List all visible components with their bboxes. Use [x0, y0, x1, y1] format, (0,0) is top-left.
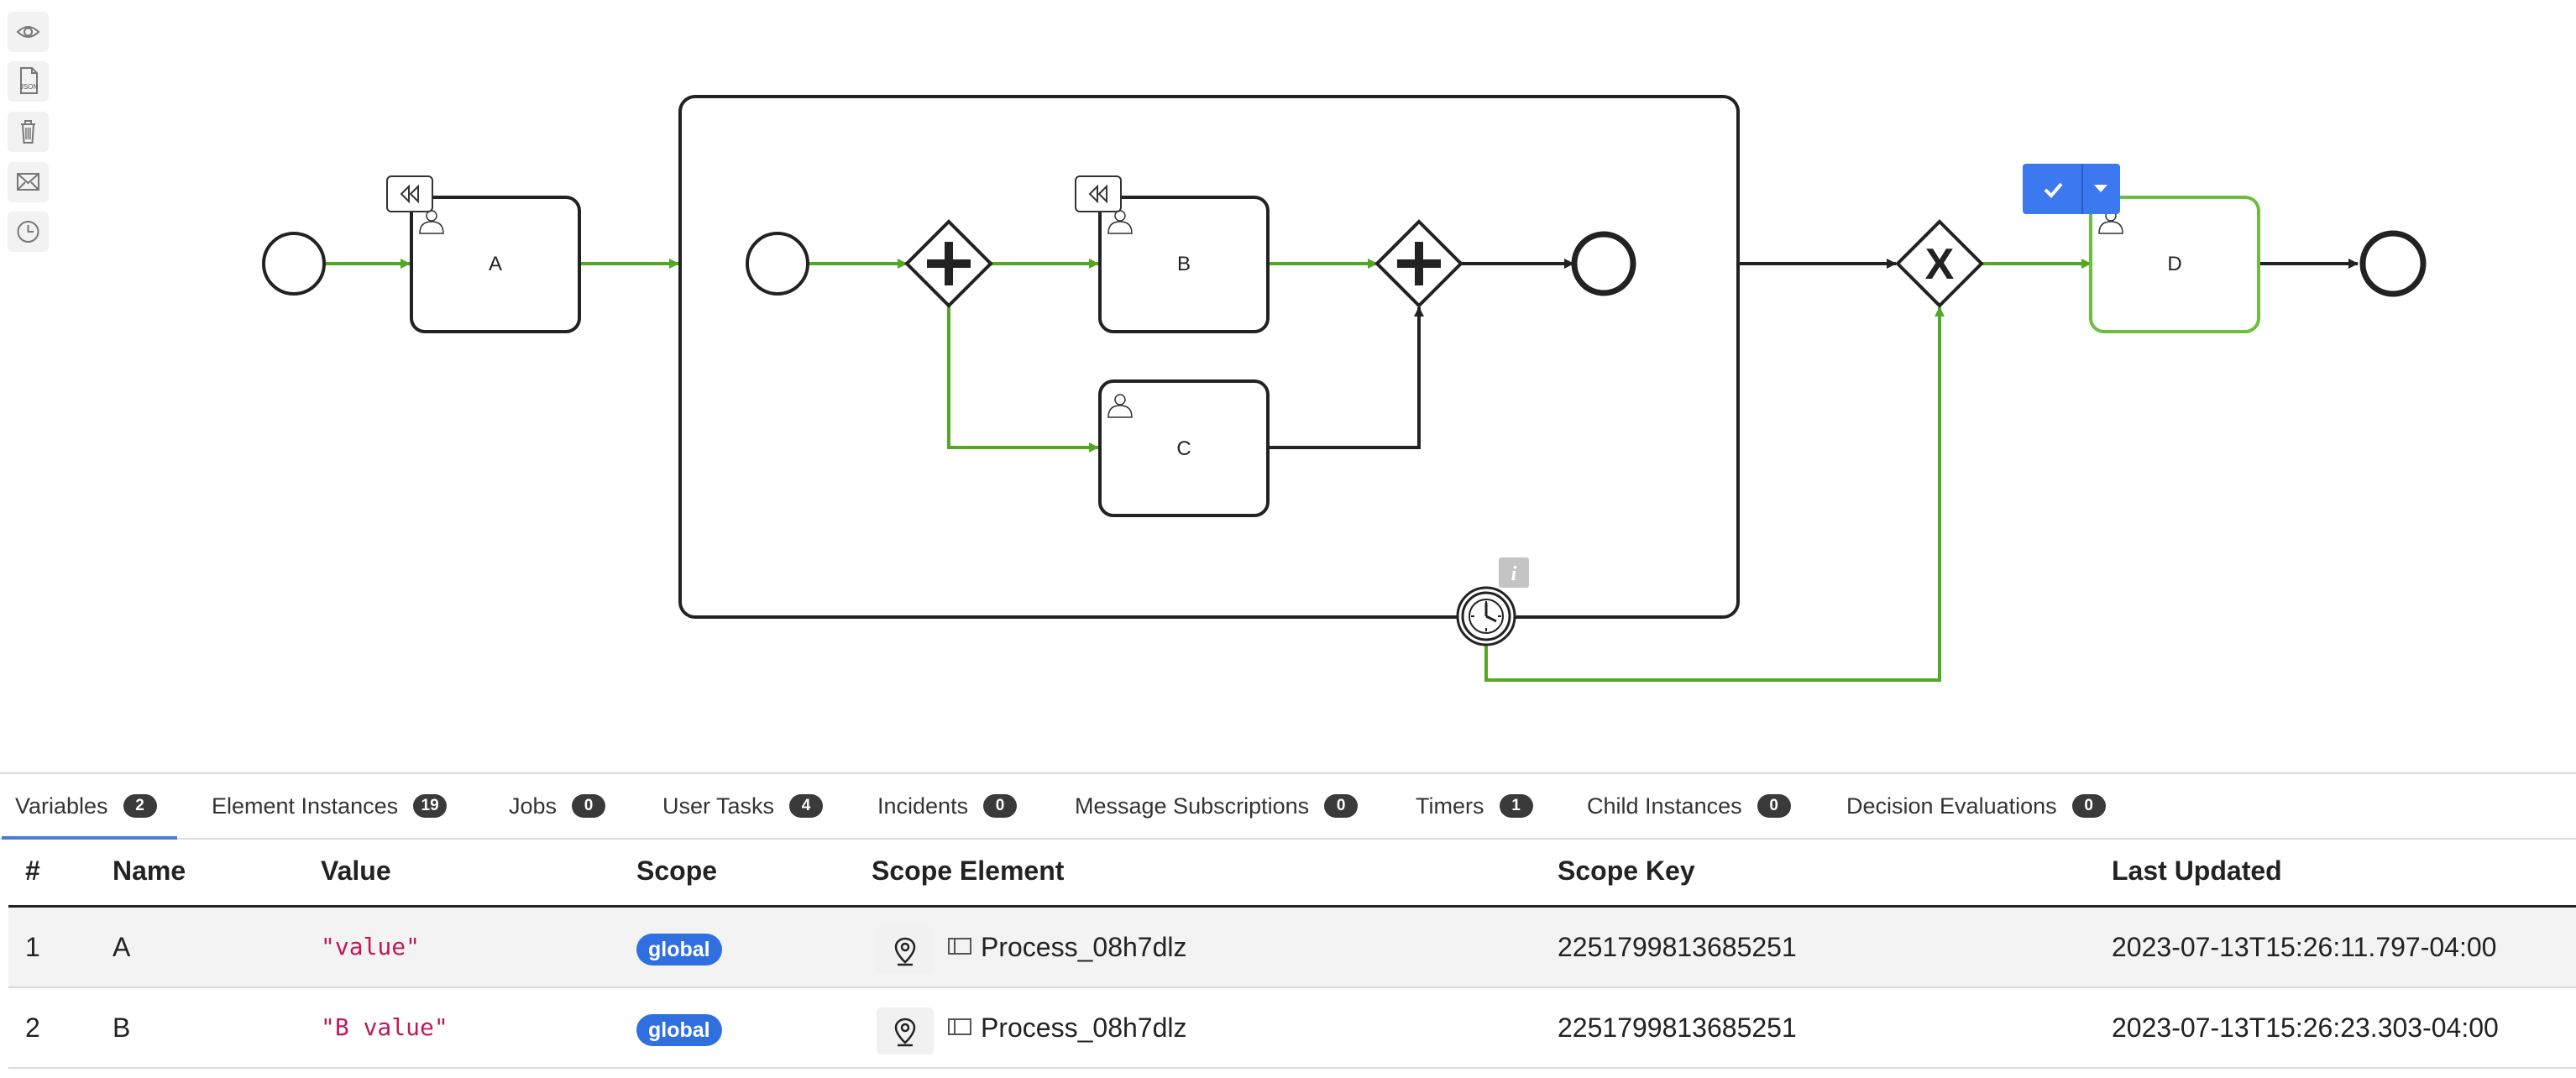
tab-decision-evaluations[interactable]: Decision Evaluations 0 [1846, 774, 2106, 838]
column-header-scope-key[interactable]: Scope Key [1558, 856, 1695, 886]
task-b-label: B [1177, 253, 1191, 275]
variable-name: B [113, 1013, 131, 1043]
count-badge: 0 [983, 794, 1018, 818]
plus-icon [1397, 242, 1441, 285]
tab-bar: Variables 2 Element Instances 19 Jobs 0 Use… [0, 772, 2576, 840]
process-icon [948, 938, 971, 955]
tab-incidents[interactable]: Incidents 0 [877, 774, 1018, 838]
task-c-label: C [1176, 437, 1191, 460]
count-badge: 0 [1324, 794, 1359, 818]
tab-label: Decision Evaluations [1846, 793, 2057, 819]
tab-label: Variables [15, 793, 108, 819]
plus-icon [927, 242, 971, 285]
timer-boundary-event[interactable] [1456, 586, 1516, 646]
tab-timers[interactable]: Timers 1 [1416, 774, 1533, 838]
subprocess[interactable] [678, 95, 1740, 619]
check-icon[interactable] [2044, 182, 2063, 198]
location-pin-icon[interactable] [877, 927, 934, 974]
count-badge: 4 [789, 794, 824, 818]
column-header-index[interactable]: # [25, 856, 40, 886]
table-row[interactable]: 2 B "B value" global Process_08h7dlz 225… [8, 988, 2576, 1069]
json-file-icon[interactable]: JSON [8, 61, 49, 102]
scope-badge: global [636, 933, 722, 965]
row-index: 2 [25, 1013, 40, 1043]
task-d[interactable] [2089, 196, 2260, 333]
count-badge: 19 [413, 794, 448, 818]
tab-label: Child Instances [1587, 793, 1742, 819]
tab-label: Element Instances [212, 793, 399, 819]
caret-down-icon[interactable] [2094, 185, 2107, 192]
column-header-scope[interactable]: Scope [636, 856, 718, 886]
count-badge: 0 [572, 794, 606, 818]
table-row[interactable]: 1 A "value" global Process_08h7dlz 22517… [8, 908, 2576, 988]
column-header-scope-element[interactable]: Scope Element [872, 856, 1065, 886]
count-badge: 1 [1499, 794, 1533, 818]
count-badge: 0 [2071, 794, 2106, 818]
scope-cell: global [636, 988, 722, 1067]
flow-timer-to-xor[interactable] [1484, 306, 1945, 682]
column-header-name[interactable]: Name [113, 856, 186, 886]
tab-label: Jobs [509, 793, 558, 819]
tab-jobs[interactable]: Jobs 0 [509, 774, 606, 838]
column-header-value[interactable]: Value [321, 856, 391, 886]
variable-value: "B value" [321, 1013, 448, 1041]
variable-value: "value" [321, 933, 421, 960]
end-event[interactable] [2359, 230, 2427, 297]
process-icon [948, 1018, 971, 1035]
tab-label: User Tasks [662, 793, 775, 819]
tab-user-tasks[interactable]: User Tasks 4 [662, 774, 824, 838]
flow-c-to-join[interactable] [1270, 306, 1424, 449]
trash-icon[interactable] [8, 112, 49, 152]
tab-label: Message Subscriptions [1075, 793, 1310, 819]
task-a-label: A [489, 253, 502, 275]
parallel-gateway-join[interactable] [1374, 219, 1463, 308]
tab-label: Timers [1416, 793, 1484, 819]
tab-child-instances[interactable]: Child Instances 0 [1587, 774, 1791, 838]
clock-icon[interactable] [8, 212, 49, 252]
last-updated: 2023-07-13T15:26:23.303-04:00 [2112, 1013, 2499, 1043]
last-updated: 2023-07-13T15:26:11.797-04:00 [2112, 932, 2497, 962]
column-header-last-updated[interactable]: Last Updated [2112, 856, 2282, 886]
rewind-button-a[interactable] [386, 175, 433, 212]
tab-variables[interactable]: Variables 2 [2, 774, 177, 840]
count-badge: 2 [123, 794, 157, 818]
tab-element-instances[interactable]: Element Instances 19 [212, 774, 448, 838]
subprocess-start-event[interactable] [746, 232, 809, 296]
variables-table-header: # Name Value Scope Scope Element Scope K… [8, 837, 2576, 908]
tab-message-subscriptions[interactable]: Message Subscriptions 0 [1075, 774, 1359, 838]
envelope-icon[interactable] [8, 162, 49, 202]
subprocess-end-event[interactable] [1571, 231, 1636, 296]
scope-key: 2251799813685251 [1558, 932, 1797, 962]
bpmn-diagram: A B C [262, 95, 2427, 682]
tab-label: Incidents [877, 793, 969, 819]
scope-key: 2251799813685251 [1558, 1013, 1797, 1043]
timer-info-badge[interactable]: i [1499, 557, 1529, 588]
x-mark-icon: X [1925, 240, 1955, 289]
json-label: JSON [20, 83, 39, 91]
exclusive-gateway[interactable]: X [1895, 219, 1984, 308]
location-pin-icon[interactable] [877, 1007, 934, 1054]
start-event[interactable] [262, 232, 326, 296]
rewind-button-b[interactable] [1075, 175, 1122, 212]
complete-task-split-button[interactable] [2023, 164, 2120, 214]
rewind-icon [1088, 184, 1107, 204]
task-b[interactable] [1098, 196, 1270, 333]
scope-cell: global [636, 908, 722, 986]
parallel-gateway-fork[interactable] [904, 219, 993, 308]
row-index: 1 [25, 932, 40, 962]
task-d-label: D [2167, 253, 2181, 275]
info-icon: i [1511, 563, 1517, 585]
scope-badge: global [636, 1013, 722, 1046]
rewind-icon [400, 184, 419, 204]
scope-element-name: Process_08h7dlz [981, 932, 1187, 962]
count-badge: 0 [1757, 794, 1791, 818]
eye-icon[interactable] [8, 12, 49, 52]
scope-element-name: Process_08h7dlz [981, 1013, 1187, 1043]
task-c[interactable] [1098, 379, 1270, 517]
task-a[interactable] [410, 196, 581, 333]
variable-name: A [113, 932, 131, 962]
flow-fork-to-c[interactable] [947, 306, 1099, 453]
